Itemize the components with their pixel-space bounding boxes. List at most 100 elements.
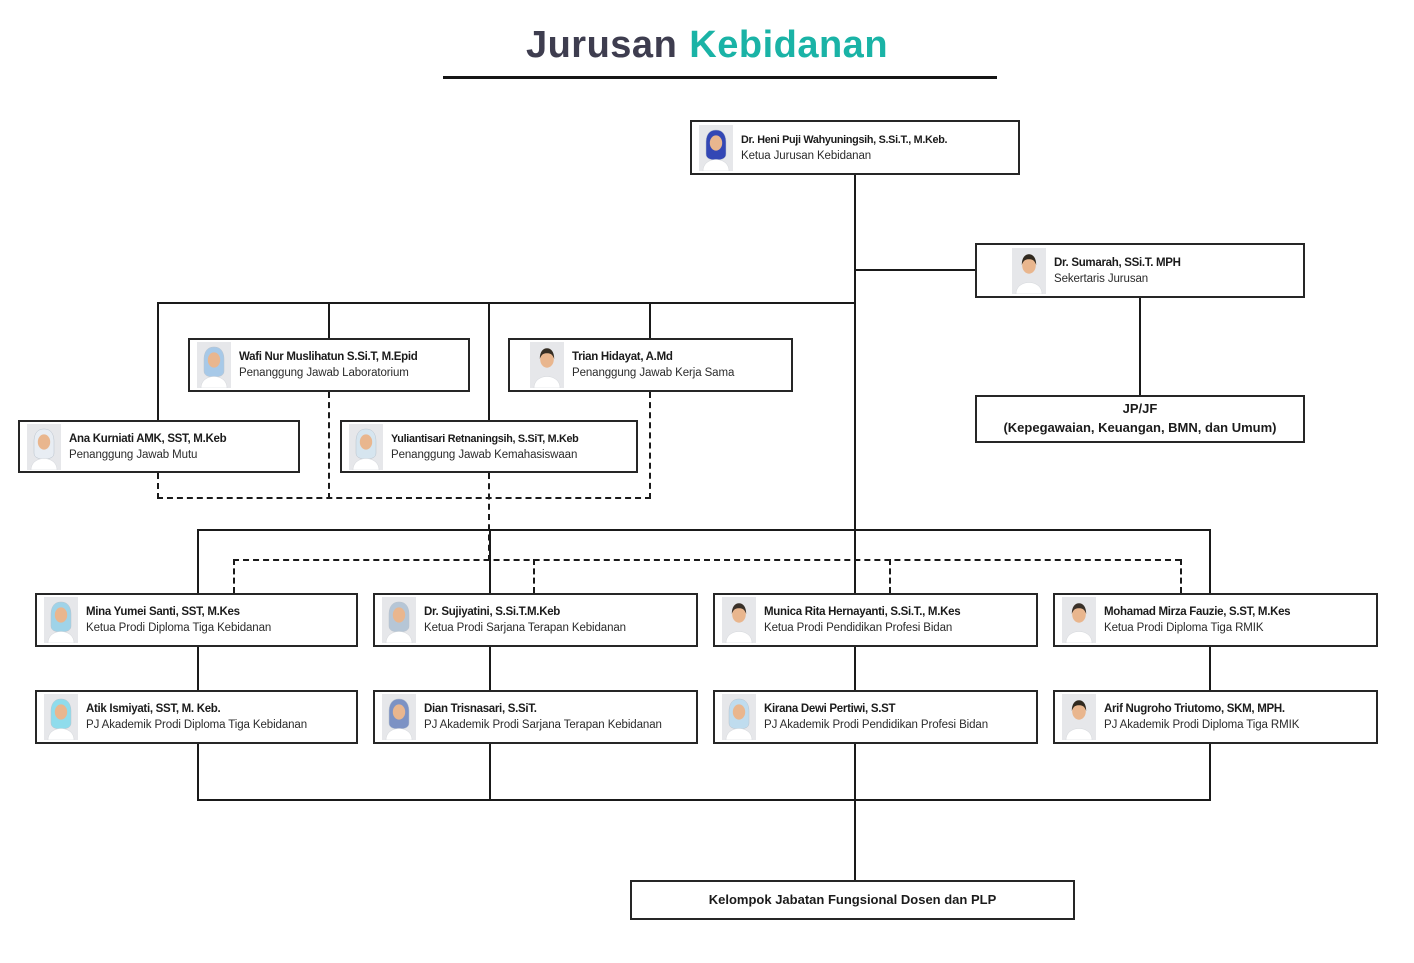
- person-name: Yuliantisari Retnaningsih, S.SiT, M.Keb: [391, 432, 579, 445]
- person-text: Mina Yumei Santi, SST, M.Kes Ketua Prodi…: [86, 606, 271, 634]
- jpjf-line1: JP/JF: [1122, 401, 1158, 417]
- person-photo: [699, 124, 733, 171]
- person-role: PJ Akademik Prodi Sarjana Terapan Kebida…: [424, 719, 662, 731]
- dashed-wafi-down: [328, 392, 330, 499]
- dashed-trian-down: [649, 392, 651, 499]
- org-node-pj-laboratorium: Wafi Nur Muslihatun S.Si.T, M.Epid Penan…: [188, 338, 470, 392]
- person-role: PJ Akademik Prodi Diploma Tiga RMIK: [1104, 719, 1300, 731]
- dashed-drop-prodi3: [889, 559, 891, 593]
- org-node-pj-kemahasiswaan: Yuliantisari Retnaningsih, S.SiT, M.Keb …: [340, 420, 638, 473]
- org-node-pj-kerja-sama: Trian Hidayat, A.Md Penanggung Jawab Ker…: [508, 338, 793, 392]
- connector-bottom-horizontal: [197, 799, 1211, 801]
- page-title-part2: Kebidanan: [689, 24, 889, 66]
- person-role: Sekertaris Jurusan: [1054, 272, 1149, 285]
- page-title: Jurusan Kebidanan: [0, 24, 1414, 67]
- person-photo: [382, 694, 416, 740]
- dashed-drop-prodi1: [233, 559, 235, 593]
- person-text: Dr. Sujiyatini, S.Si.T.M.Keb Ketua Prodi…: [424, 606, 626, 634]
- connector-col1-vertical: [197, 529, 199, 800]
- person-name: Munica Rita Hernayanti, S.Si.T., M.Kes: [764, 606, 961, 618]
- connector-main-vertical: [854, 175, 856, 880]
- connector-to-ana: [157, 302, 159, 420]
- person-text: Atik Ismiyati, SST, M. Keb. PJ Akademik …: [86, 703, 307, 731]
- kelompok-label: Kelompok Jabatan Fungsional Dosen dan PL…: [708, 891, 997, 907]
- org-node-kaprodi-profesi-bidan: Munica Rita Hernayanti, S.Si.T., M.Kes K…: [713, 593, 1038, 647]
- person-text: Dian Trisnasari, S.SiT. PJ Akademik Prod…: [424, 703, 662, 731]
- person-name: Atik Ismiyati, SST, M. Keb.: [86, 703, 221, 715]
- person-photo: [382, 597, 416, 643]
- connector-col4-vertical: [1209, 529, 1211, 800]
- dashed-coordination-row2: [157, 497, 651, 499]
- org-node-sekertaris: Dr. Sumarah, SSi.T. MPH Sekertaris Jurus…: [975, 243, 1305, 298]
- person-name: Trian Hidayat, A.Md: [572, 351, 673, 363]
- dashed-ana-down: [157, 473, 159, 499]
- person-role: PJ Akademik Prodi Diploma Tiga Kebidanan: [86, 719, 308, 731]
- person-photo: [530, 342, 564, 388]
- dashed-drop-prodi2: [533, 559, 535, 593]
- connector-col2-vertical: [489, 529, 491, 800]
- person-text: Arif Nugroho Triutomo, SKM, MPH. PJ Akad…: [1104, 703, 1299, 731]
- person-name: Wafi Nur Muslihatun S.Si.T, M.Epid: [239, 351, 418, 363]
- person-text: Yuliantisari Retnaningsih, S.SiT, M.Keb …: [391, 432, 579, 461]
- org-node-jpjf: JP/JF (Kepegawaian, Keuangan, BMN, dan U…: [975, 395, 1305, 443]
- person-name: Dian Trisnasari, S.SiT.: [424, 703, 537, 715]
- connector-to-yuliantisari: [488, 302, 490, 420]
- dashed-yuliantisari-down: [488, 473, 490, 561]
- org-node-pj-mutu: Ana Kurniati AMK, SST, M.Keb Penanggung …: [18, 420, 300, 473]
- connector-to-sekertaris: [854, 269, 977, 271]
- person-photo: [349, 423, 383, 470]
- title-underline: [443, 76, 997, 79]
- person-name: Dr. Sumarah, SSi.T. MPH: [1054, 256, 1181, 269]
- org-node-pjakademik-sarjana-terapan: Dian Trisnasari, S.SiT. PJ Akademik Prod…: [373, 690, 698, 744]
- dashed-coordination-row3: [233, 559, 1181, 561]
- person-text: Ana Kurniati AMK, SST, M.Keb Penanggung …: [69, 432, 227, 461]
- page-title-part1: Jurusan: [525, 24, 678, 66]
- jpjf-line2: (Kepegawaian, Keuangan, BMN, dan Umum): [1003, 420, 1277, 435]
- org-node-kaprodi-sarjana-terapan: Dr. Sujiyatini, S.Si.T.M.Keb Ketua Prodi…: [373, 593, 698, 647]
- person-photo: [722, 597, 756, 643]
- person-role: Penanggung Jawab Kerja Sama: [572, 367, 735, 379]
- person-text: Dr. Heni Puji Wahyuningsih, S.Si.T., M.K…: [741, 133, 948, 162]
- person-role: Penanggung Jawab Laboratorium: [239, 367, 409, 379]
- connector-row2-horizontal: [157, 302, 856, 304]
- person-text: Wafi Nur Muslihatun S.Si.T, M.Epid Penan…: [239, 351, 418, 379]
- connector-to-wafi: [328, 302, 330, 338]
- person-name: Kirana Dewi Pertiwi, S.ST: [764, 703, 896, 715]
- person-photo: [1062, 597, 1096, 643]
- person-text: Mohamad Mirza Fauzie, S.ST, M.Kes Ketua …: [1104, 606, 1291, 634]
- org-node-kelompok-fungsional: Kelompok Jabatan Fungsional Dosen dan PL…: [630, 880, 1075, 920]
- org-node-kaprodi-d3-rmik: Mohamad Mirza Fauzie, S.ST, M.Kes Ketua …: [1053, 593, 1378, 647]
- person-role: Ketua Prodi Pendidikan Profesi Bidan: [764, 622, 953, 634]
- dashed-drop-prodi4: [1180, 559, 1182, 593]
- person-role: Ketua Jurusan Kebidanan: [741, 149, 872, 162]
- person-role: Ketua Prodi Sarjana Terapan Kebidanan: [424, 622, 626, 634]
- person-role: Penanggung Jawab Mutu: [69, 448, 198, 461]
- person-name: Mina Yumei Santi, SST, M.Kes: [86, 606, 240, 618]
- org-node-kaprodi-d3-kebidanan: Mina Yumei Santi, SST, M.Kes Ketua Prodi…: [35, 593, 358, 647]
- connector-sekertaris-jpjf: [1139, 298, 1141, 395]
- person-text: Munica Rita Hernayanti, S.Si.T., M.Kes K…: [764, 606, 961, 634]
- person-text: Trian Hidayat, A.Md Penanggung Jawab Ker…: [572, 351, 734, 379]
- person-text: Kirana Dewi Pertiwi, S.ST PJ Akademik Pr…: [764, 703, 988, 731]
- person-photo: [1012, 247, 1046, 294]
- person-name: Mohamad Mirza Fauzie, S.ST, M.Kes: [1104, 606, 1291, 618]
- person-name: Dr. Sujiyatini, S.Si.T.M.Keb: [424, 606, 561, 618]
- person-name: Dr. Heni Puji Wahyuningsih, S.Si.T., M.K…: [741, 133, 948, 146]
- person-role: Penanggung Jawab Kemahasiswaan: [391, 448, 578, 461]
- connector-to-trian: [649, 302, 651, 338]
- org-node-ketua-jurusan: Dr. Heni Puji Wahyuningsih, S.Si.T., M.K…: [690, 120, 1020, 175]
- person-photo: [722, 694, 756, 740]
- person-role: PJ Akademik Prodi Pendidikan Profesi Bid…: [764, 719, 989, 731]
- person-name: Arif Nugroho Triutomo, SKM, MPH.: [1104, 703, 1285, 715]
- org-node-pjakademik-profesi-bidan: Kirana Dewi Pertiwi, S.ST PJ Akademik Pr…: [713, 690, 1038, 744]
- person-name: Ana Kurniati AMK, SST, M.Keb: [69, 432, 227, 445]
- person-photo: [1062, 694, 1096, 740]
- person-photo: [197, 342, 231, 388]
- person-role: Ketua Prodi Diploma Tiga RMIK: [1104, 622, 1264, 634]
- org-node-pjakademik-d3-rmik: Arif Nugroho Triutomo, SKM, MPH. PJ Akad…: [1053, 690, 1378, 744]
- person-photo: [44, 597, 78, 643]
- org-node-pjakademik-d3-kebidanan: Atik Ismiyati, SST, M. Keb. PJ Akademik …: [35, 690, 358, 744]
- person-photo: [27, 423, 61, 470]
- person-role: Ketua Prodi Diploma Tiga Kebidanan: [86, 622, 272, 634]
